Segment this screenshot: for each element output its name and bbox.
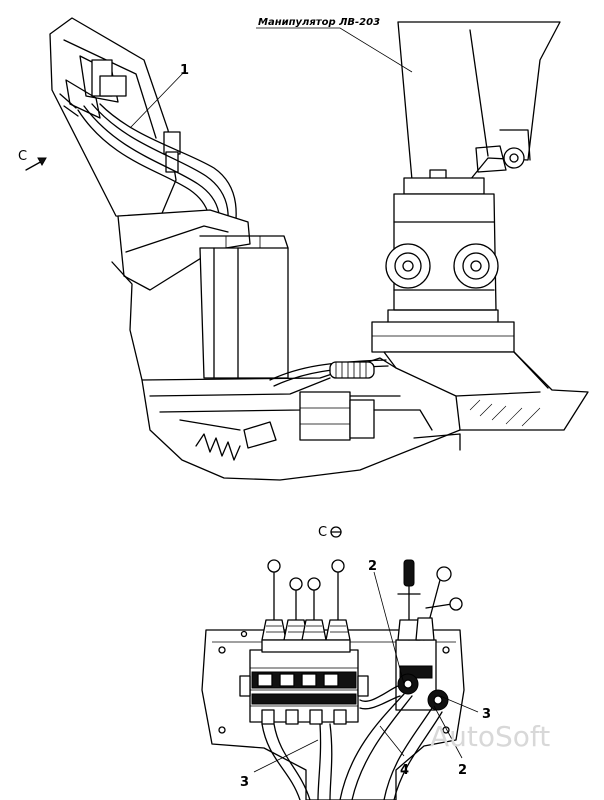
view-marker: С <box>18 149 27 164</box>
manipulator-column <box>397 21 561 181</box>
title-leader <box>256 27 413 73</box>
callout-4: 4 <box>400 763 409 778</box>
lever-knob-1 <box>267 559 281 573</box>
callout-2-top: 2 <box>368 559 377 574</box>
column-collar <box>403 177 485 195</box>
lower-hull <box>111 261 461 481</box>
lever-knob-4 <box>331 559 345 573</box>
lever-knob-6 <box>449 597 463 611</box>
callout-3-left: 3 <box>240 775 249 790</box>
watermark: AutoSoft <box>430 720 550 753</box>
callout-2-bottom: 2 <box>458 763 467 778</box>
lower-view: С <box>201 525 550 800</box>
lever-group-right <box>397 559 463 641</box>
callout-3-right: 3 <box>482 707 491 722</box>
lever-knob-5 <box>436 566 452 582</box>
hose-left <box>261 723 301 800</box>
hose-right <box>339 693 405 800</box>
manipulator-title: Манипулятор ЛВ-203 <box>258 17 380 28</box>
control-panel <box>49 17 177 219</box>
cabin-block <box>199 247 289 379</box>
callout-1: 1 <box>180 63 189 78</box>
panel-support <box>117 209 251 291</box>
upper-view: Манипулятор ЛВ-203 1 С <box>18 17 589 481</box>
lever-group-left <box>261 559 351 653</box>
lever-grip <box>403 559 415 587</box>
spring <box>195 433 241 461</box>
lever-knob-2 <box>289 577 303 591</box>
base-support <box>383 351 589 431</box>
view-title: С <box>318 525 327 540</box>
lever-knob-3 <box>307 577 321 591</box>
base-flange <box>371 321 515 353</box>
